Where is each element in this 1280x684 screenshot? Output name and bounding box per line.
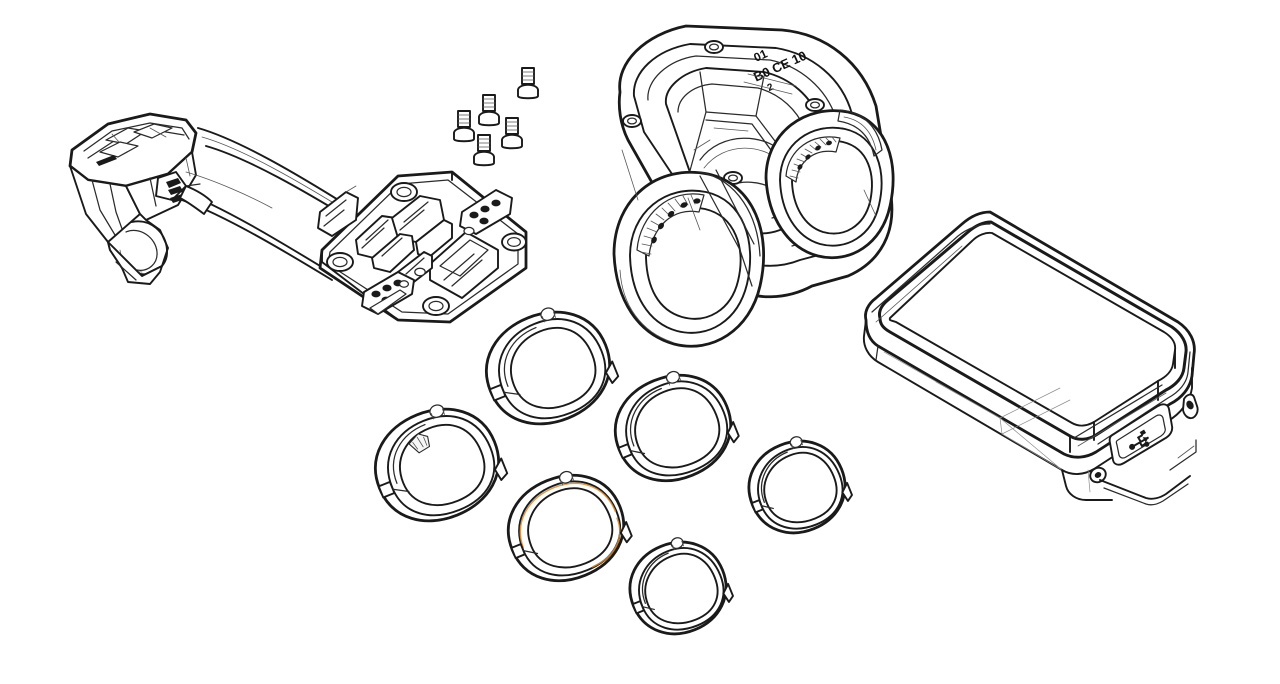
part-display-mount-bracket	[317, 170, 528, 324]
screw-4	[501, 117, 523, 150]
emboss-line-1: 01	[752, 46, 770, 64]
part-display-housing	[862, 210, 1199, 506]
clamp-knurl-rear	[789, 136, 837, 179]
stem-clamp-bore-rear	[764, 109, 895, 260]
status-led-icon	[1182, 393, 1199, 420]
bracket-screw-bosses	[326, 182, 527, 316]
part-handlebar-shim-ring-set	[374, 307, 853, 636]
stem-clamp-bore-front	[612, 171, 765, 348]
shim-ring-6	[628, 537, 734, 636]
screw-2	[478, 94, 500, 127]
part-integrated-stem-body: 01 B0 CE 10 2	[612, 24, 895, 348]
shim-ring-1	[485, 307, 620, 426]
screw-1	[517, 67, 539, 100]
shim-ring-5	[747, 436, 853, 535]
shim-ring-3	[613, 370, 740, 483]
emboss-line-3: 2	[766, 81, 776, 93]
part-connector-cable	[177, 127, 353, 281]
display-port-face	[1069, 349, 1199, 506]
shim-ring-2	[374, 404, 509, 523]
clamp-knurl-front	[640, 194, 701, 255]
shim-ring-4	[506, 470, 633, 583]
part-flanged-screw-set	[453, 67, 539, 167]
screw-3	[453, 110, 475, 143]
usb-icon	[1129, 429, 1150, 450]
screw-5	[473, 134, 495, 167]
remote-clamp-hinge	[155, 171, 201, 203]
bracket-connector-upper	[459, 189, 513, 236]
